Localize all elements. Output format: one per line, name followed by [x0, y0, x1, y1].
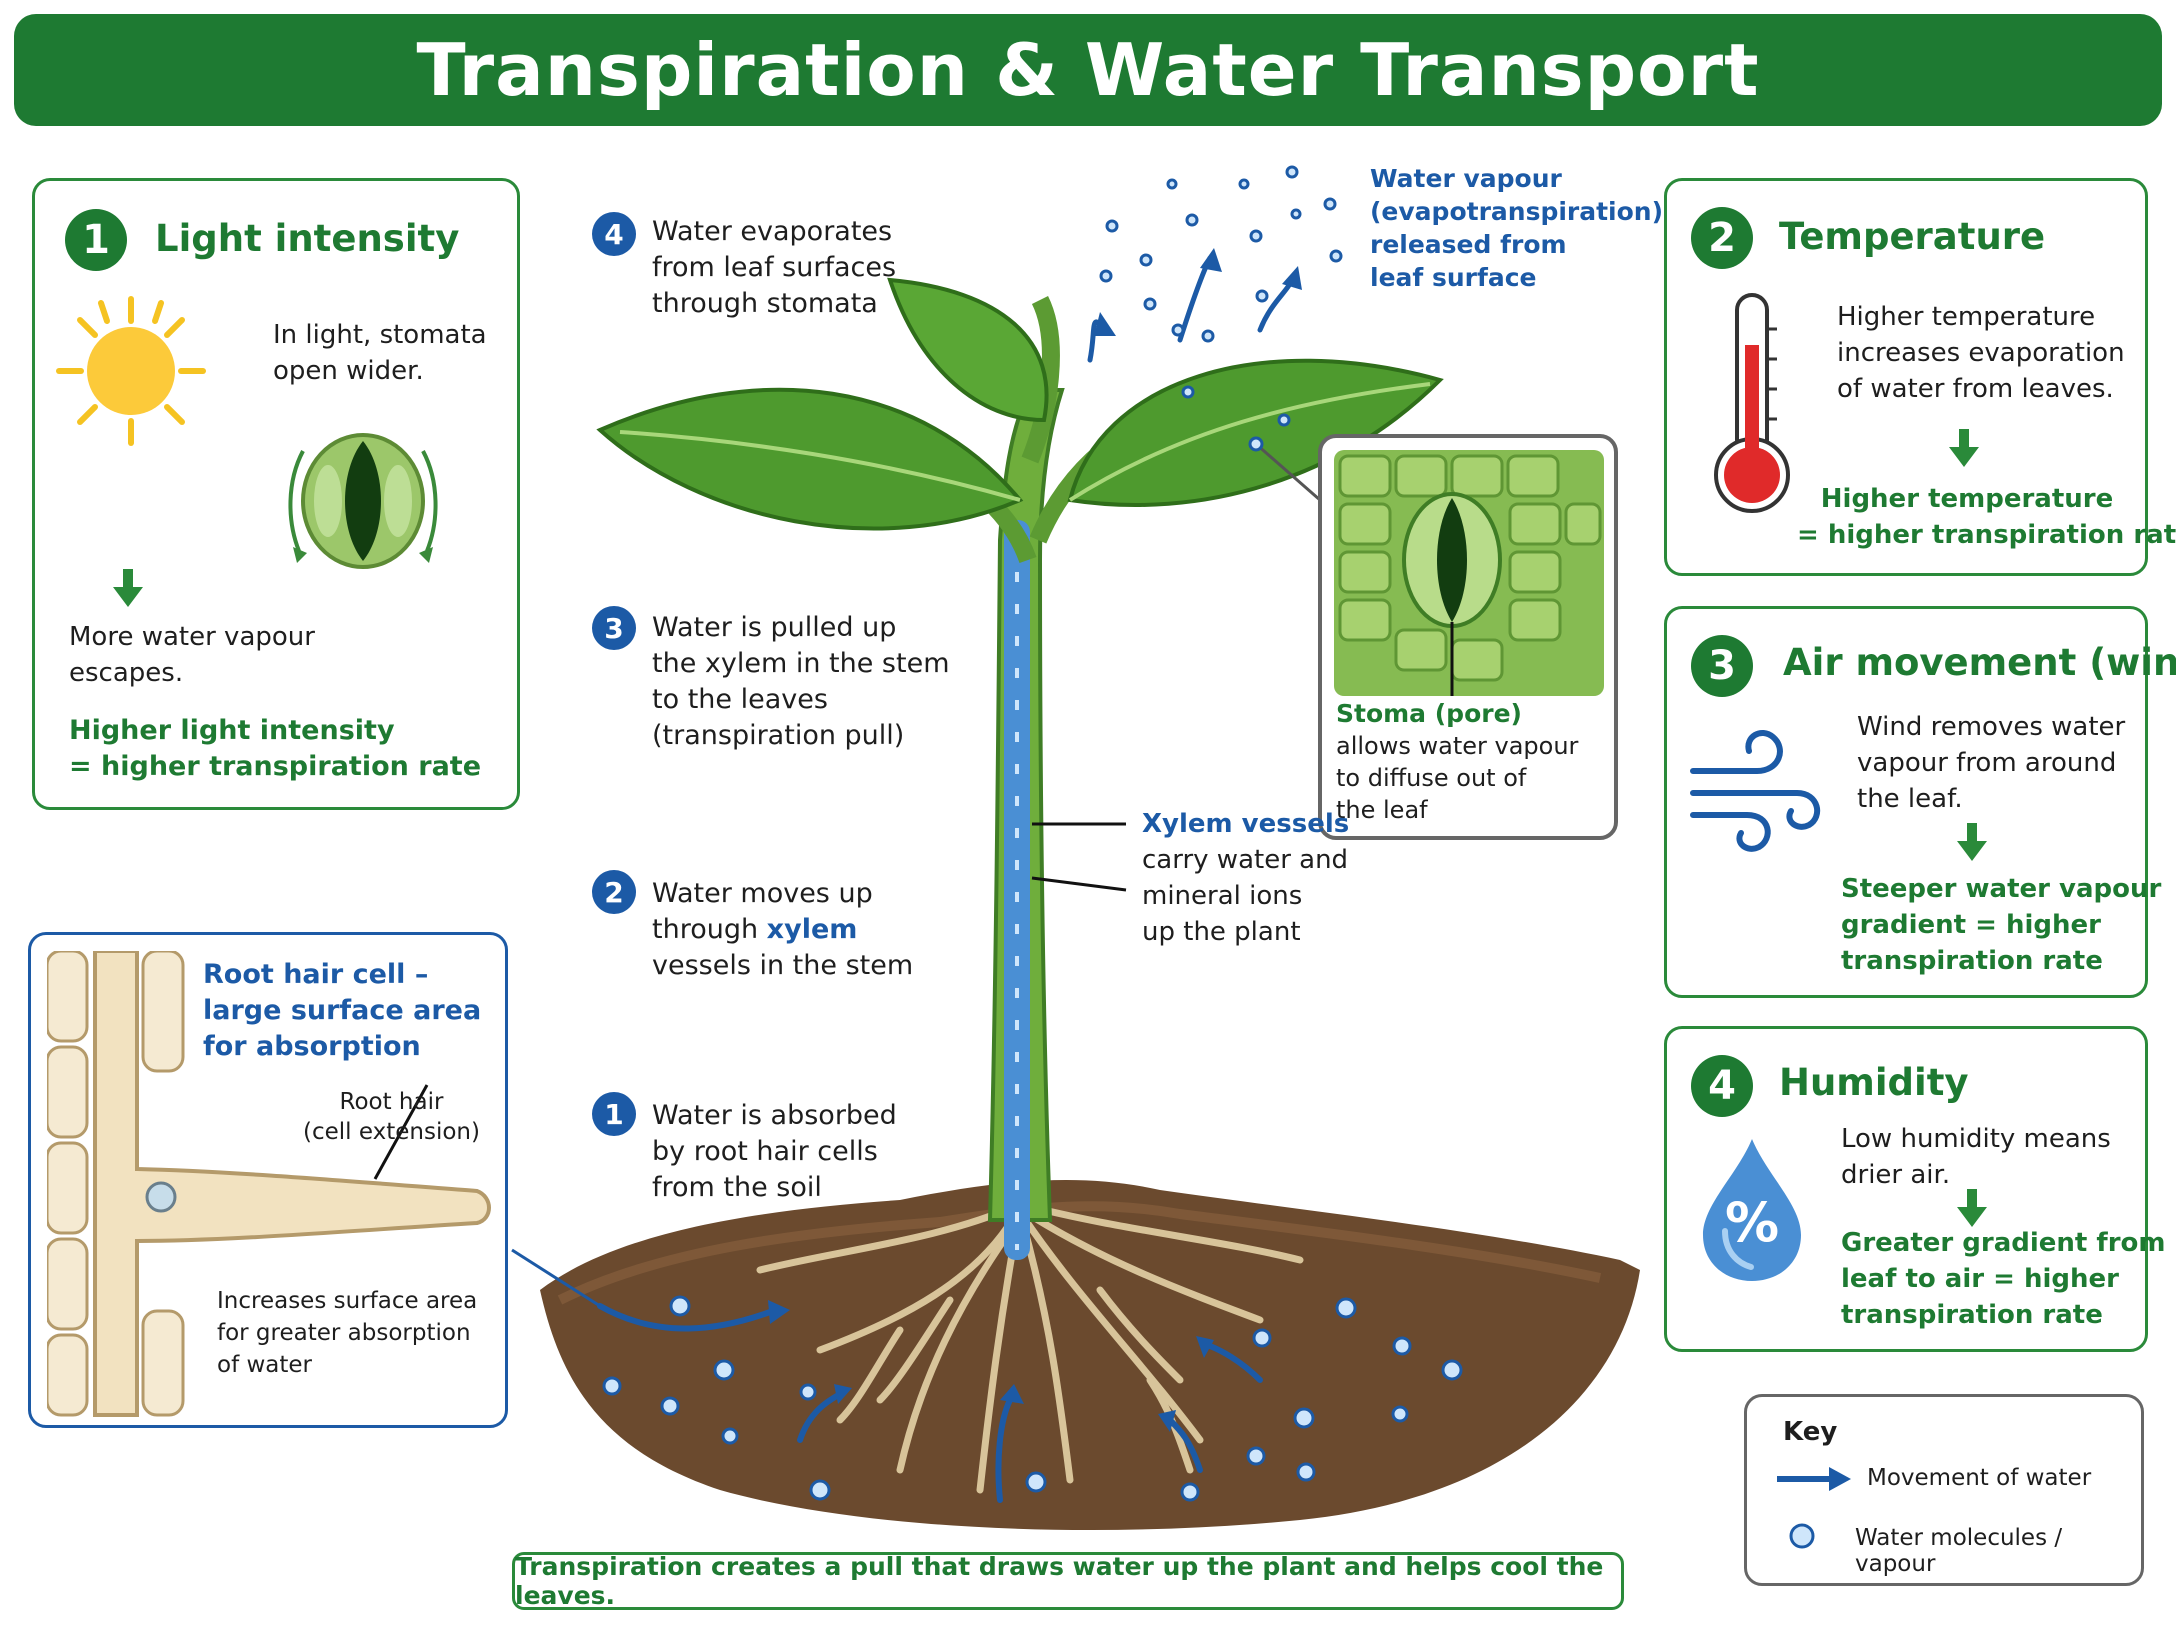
wind-result: Steeper water vapour gradient = higher t…: [1841, 874, 2162, 976]
down-arrow-icon: [1957, 823, 1987, 861]
root-hair-inset: Root hair cell – large surface area for …: [28, 932, 508, 1428]
panel-temperature: 2 Temperature Higher temperature increas…: [1664, 178, 2176, 576]
key-title: Key: [1783, 1417, 1838, 1447]
factor-number-1: 1: [65, 209, 127, 271]
footer-summary: Transpiration creates a pull that draws …: [512, 1552, 1624, 1610]
water-drop-icon: [1703, 1139, 1801, 1281]
humidity-desc: Low humidity means drier air.: [1841, 1124, 2111, 1190]
thermometer-icon: [1714, 293, 1790, 513]
step-2-text: Water moves up through xylem vessels in …: [652, 878, 914, 981]
movement-arrow-icon: [1777, 1467, 1851, 1491]
step-3-text: Water is pulled up the xylem in the stem…: [652, 612, 950, 751]
down-arrow-icon: [113, 569, 143, 607]
step-number-4: 4: [592, 212, 636, 256]
humidity-percent: %: [1725, 1191, 1780, 1254]
step-number-1: 1: [592, 1092, 636, 1136]
sun-icon: [56, 296, 206, 446]
water-vapour-label: Water vapour (evapotranspiration) releas…: [1370, 164, 1664, 292]
water-molecule-icon: [1789, 1523, 1815, 1549]
stoma-inset: Stoma (pore) allows water vapour to diff…: [1318, 434, 1618, 840]
panel-air-movement: 3 Air movement (wind) Wind removes water…: [1664, 606, 2176, 998]
stoma-label: Stoma (pore) allows water vapour to diff…: [1336, 699, 1579, 824]
step-1-text: Water is absorbed by root hair cells fro…: [652, 1100, 897, 1203]
temperature-desc: Higher temperature increases evaporation…: [1837, 302, 2125, 404]
down-arrow-icon: [1949, 429, 1979, 467]
factor-number-2: 2: [1691, 207, 1753, 269]
soil: [540, 1179, 1640, 1530]
xylem-label: Xylem vessels carry water and mineral io…: [1142, 809, 1350, 947]
wind-icon: [1690, 730, 1821, 852]
xylem-vessel: [1004, 520, 1030, 1260]
root-hair-label: Root hair (cell extension): [303, 1089, 480, 1145]
factor-number-3: 3: [1691, 635, 1753, 697]
humidity-result: Greater gradient from leaf to air = high…: [1841, 1228, 2166, 1330]
title-banner: Transpiration & Water Transport: [14, 14, 2162, 126]
root-hair-cell-illustration: [47, 951, 491, 1417]
factor-number-4: 4: [1691, 1055, 1753, 1117]
step-number-2: 2: [592, 870, 636, 914]
factor-title-humidity: Humidity: [1779, 1061, 1969, 1104]
panel-light-intensity: 1 Light intensity In light, stomata open…: [32, 178, 520, 810]
light-desc: In light, stomata open wider.: [273, 320, 487, 386]
down-arrow-icon: [1957, 1189, 1987, 1227]
light-effect: More water vapour escapes.: [69, 622, 315, 688]
key-item-molecules: Water molecules / vapour: [1855, 1525, 2063, 1577]
factor-title-light: Light intensity: [155, 217, 460, 260]
open-stoma-icon: [288, 433, 438, 569]
step-number-3: 3: [592, 606, 636, 650]
key-item-movement: Movement of water: [1867, 1465, 2092, 1491]
light-result: Higher light intensity = higher transpir…: [69, 715, 482, 782]
temperature-result: Higher temperature = higher transpiratio…: [1797, 484, 2176, 550]
leaf-top: [887, 277, 1049, 423]
root-hair-desc: Increases surface area for greater absor…: [217, 1288, 478, 1378]
factor-title-temperature: Temperature: [1779, 215, 2046, 258]
panel-humidity: 4 Humidity % Low humidity means drier ai…: [1664, 1026, 2166, 1352]
leaf-left: [596, 387, 1024, 531]
root-hair-title: Root hair cell – large surface area for …: [203, 959, 482, 1062]
roots: [756, 1201, 1304, 1494]
factor-title-wind: Air movement (wind): [1783, 641, 2176, 684]
page-title: Transpiration & Water Transport: [416, 28, 1760, 112]
leaf-cells-illustration: [1334, 450, 1604, 696]
wind-desc: Wind removes water vapour from around th…: [1857, 712, 2126, 814]
key-panel: Key Movement of water Water molecules / …: [1744, 1394, 2144, 1586]
step-4-text: Water evaporates from leaf surfaces thro…: [652, 216, 897, 319]
